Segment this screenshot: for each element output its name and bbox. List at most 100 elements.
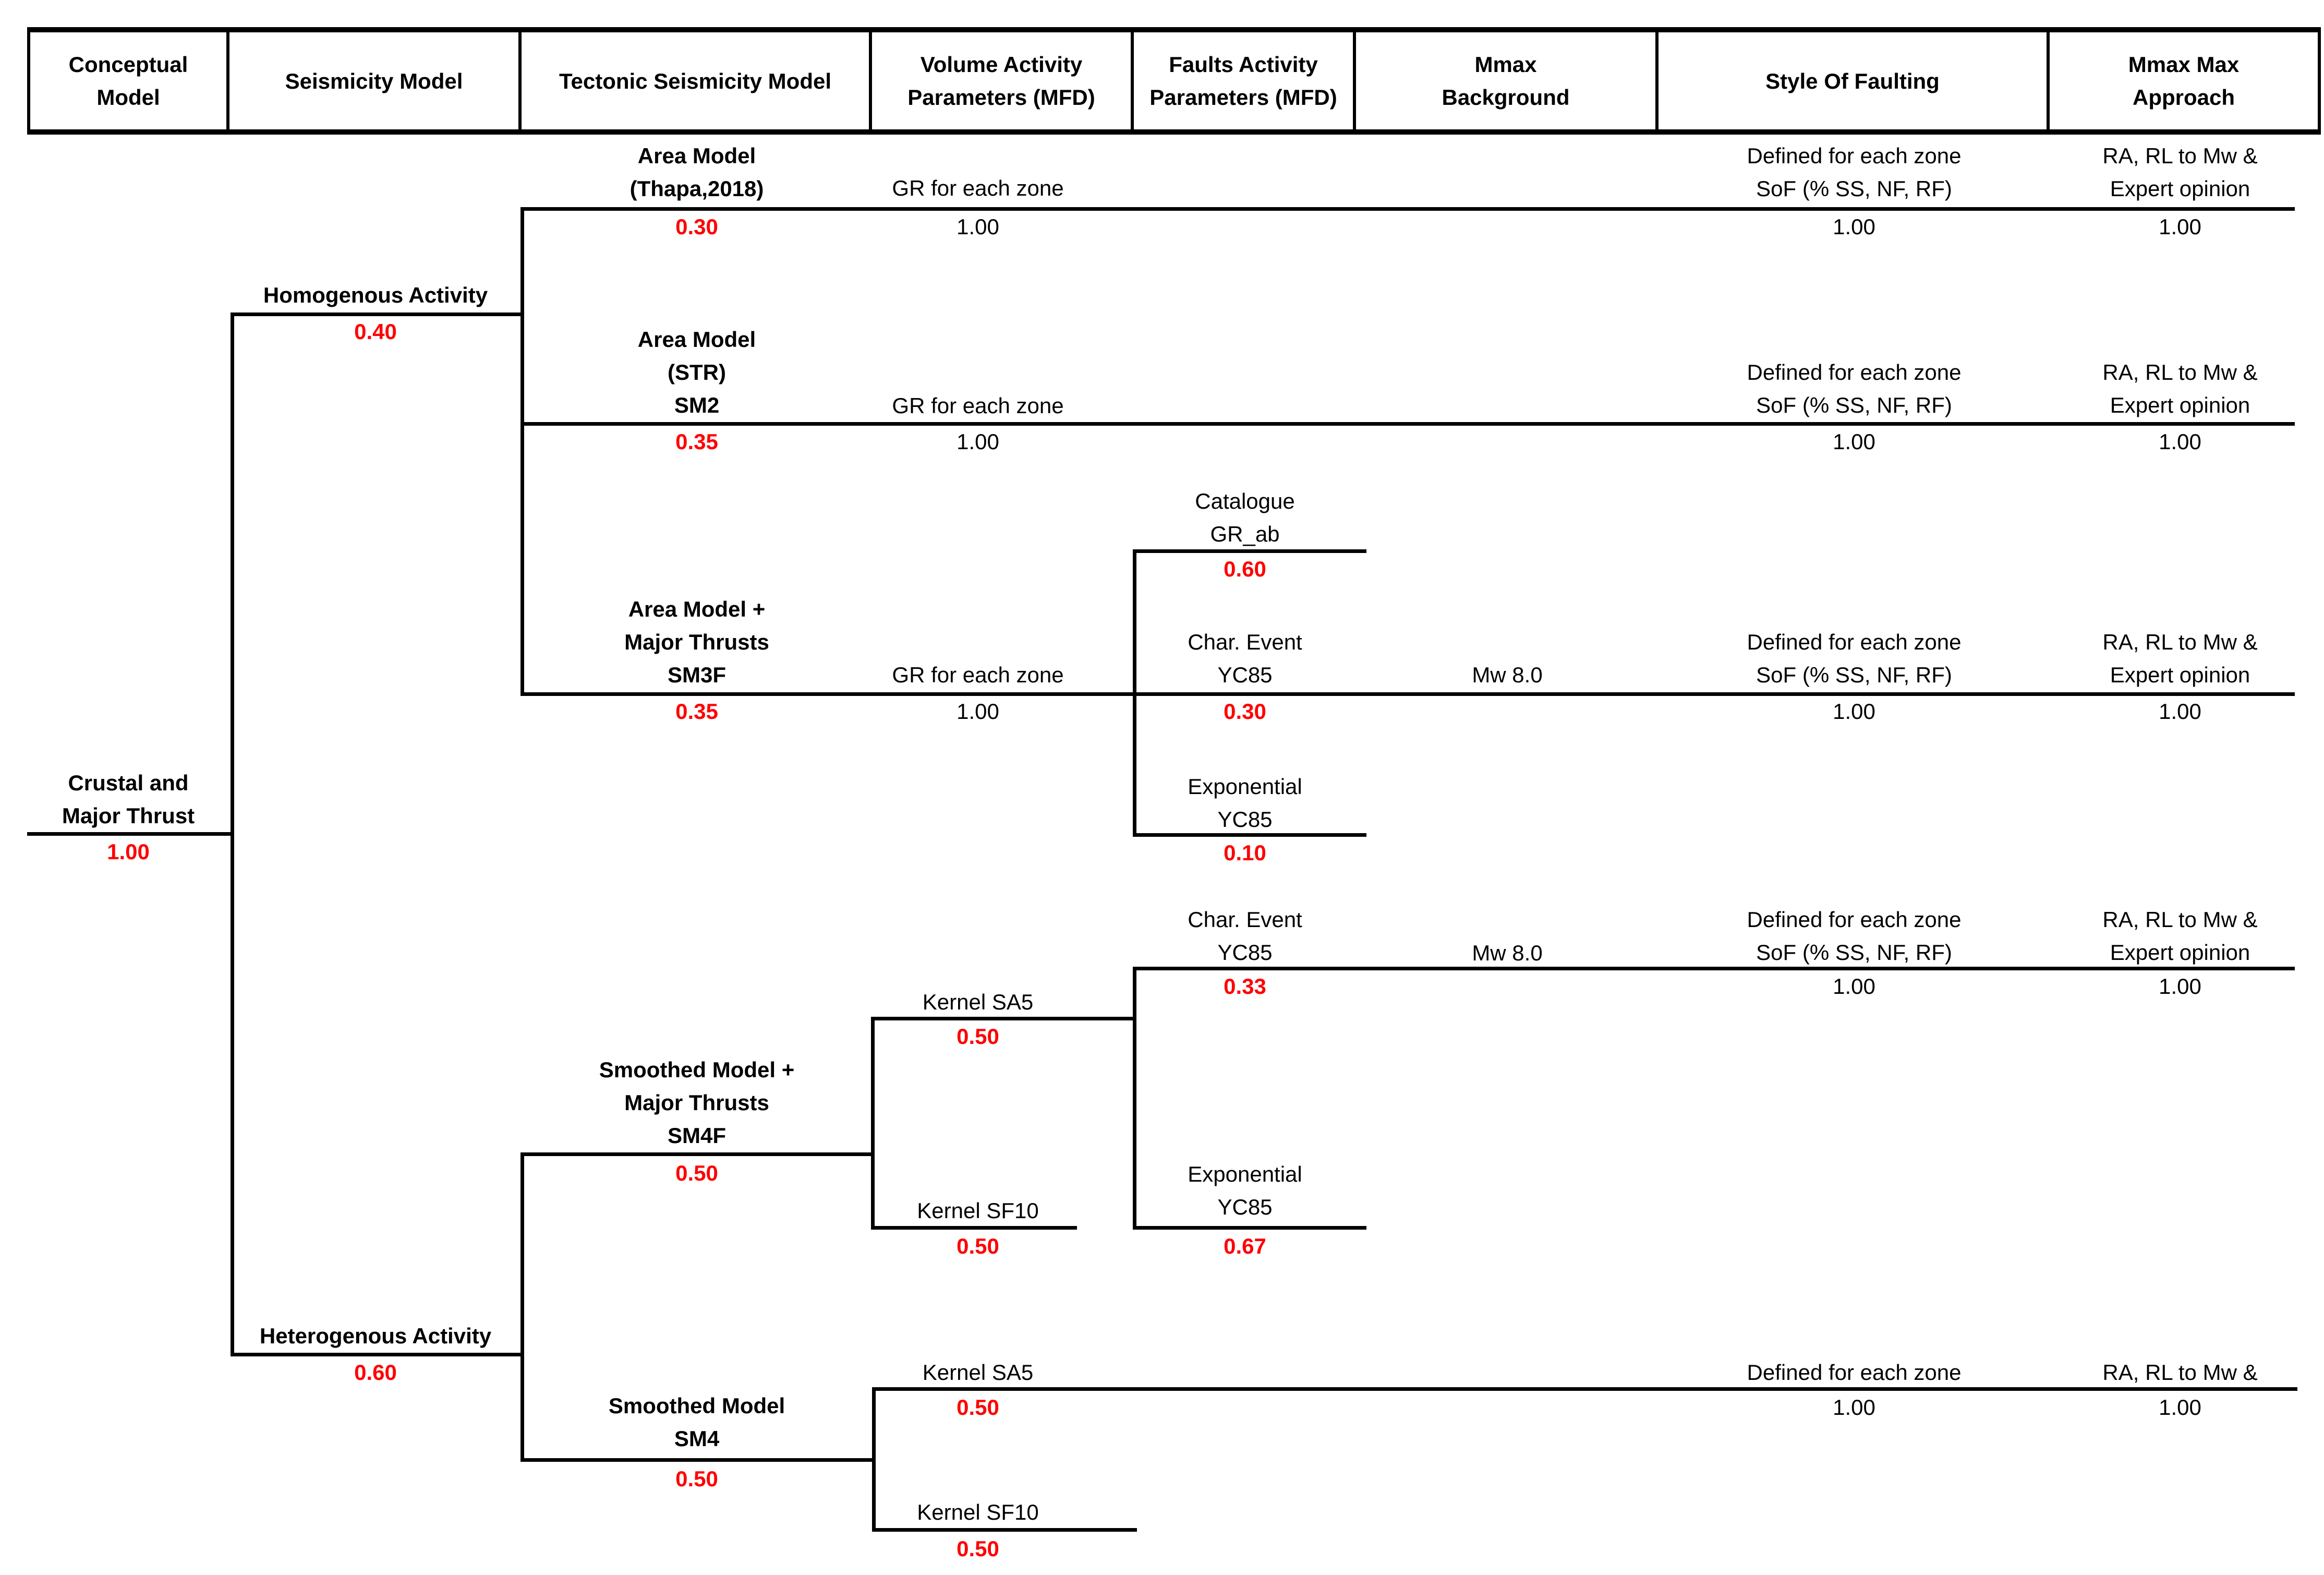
header-mmax-max-approach: Mmax Max Approach [2050,32,2318,129]
header-label-line: Parameters (MFD) [907,85,1095,110]
header-label-line: Style Of Faulting [1765,68,1940,93]
trunk-sm4 [872,1387,876,1532]
node-kernel-sa5-sm4: Kernel SA5 [922,1360,1034,1385]
value-approach-weight-sm4f: 1.00 [2159,974,2201,999]
weight-exponential-sm3f: 0.10 [1224,840,1266,865]
node-volume-gr-sm2: GR for each zone [892,393,1064,418]
node-root-crustal-major-thrust: Crustal and Major Thrust [62,766,195,832]
node-label-line: Major Thrust [62,803,195,828]
branch-line-root [27,832,234,836]
node-area-model-thapa: Area Model (Thapa,2018) [630,139,764,205]
node-label-line: SM4 [674,1426,720,1451]
node-label-line: YC85 [1217,663,1273,687]
node-label-line: Area Model [637,327,756,352]
header-label-line: Tectonic Seismicity Model [559,68,832,93]
node-label-line: YC85 [1217,807,1273,832]
weight-area-model-sm3f: 0.35 [675,699,718,724]
header-label-line: Mmax Max [2128,52,2240,77]
node-label-line: SoF (% SS, NF, RF) [1756,663,1952,687]
node-sof-thapa: Defined for each zone SoF (% SS, NF, RF) [1747,139,1962,205]
weight-smoothed-model-sm4: 0.50 [675,1466,718,1491]
value-volume-weight-thapa: 1.00 [957,214,999,239]
branch-line-thapa-row [522,207,2295,211]
weight-homogenous: 0.40 [354,319,397,344]
node-label-line: Crustal and [68,771,189,795]
node-label-line: Char. Event [1188,907,1302,932]
header-label-line: Seismicity Model [285,68,463,93]
node-label-line: SoF (% SS, NF, RF) [1756,176,1952,201]
node-label-line: Expert opinion [2110,940,2250,965]
value-sof-weight-thapa: 1.00 [1833,214,1875,239]
node-label-line: Area Model + [628,597,766,621]
branch-line-catalogue [1133,549,1366,553]
header-label-line: Mmax [1474,52,1537,77]
header-label-line: Conceptual [68,52,188,77]
trunk-sa5-faults [1133,967,1136,1230]
node-label-line: Major Thrusts [624,630,769,654]
node-sof-sm4: Defined for each zone [1747,1360,1962,1385]
node-smoothed-model-sm4: Smoothed Model SM4 [609,1389,785,1455]
node-catalogue-gr-ab: Catalogue GR_ab [1195,485,1294,550]
value-approach-weight-sm4: 1.00 [2159,1395,2201,1420]
node-volume-gr-sm3f: GR for each zone [892,663,1064,687]
value-volume-weight-sm2: 1.00 [957,429,999,454]
header-label-line: Parameters (MFD) [1149,85,1337,110]
node-exponential-sm4f: Exponential YC85 [1188,1158,1302,1223]
branch-line-sm2-row [522,422,2295,426]
weight-catalogue-gr-ab: 0.60 [1224,557,1266,581]
node-exponential-sm3f: Exponential YC85 [1188,770,1302,836]
node-sof-sm3f: Defined for each zone SoF (% SS, NF, RF) [1747,626,1962,691]
weight-kernel-sa5-sm4: 0.50 [957,1395,999,1420]
node-mmax-approach-thapa: RA, RL to Mw & Expert opinion [2102,139,2257,205]
header-style-of-faulting: Style Of Faulting [1659,32,2050,129]
node-smoothed-model-sm4f: Smoothed Model + Major Thrusts SM4F [599,1053,795,1152]
header-label-line: Model [96,85,160,110]
branch-line-exponential-sm4f [1133,1226,1366,1230]
branch-line-homogenous [231,312,524,316]
node-label-line: Expert opinion [2110,176,2250,201]
value-approach-weight-sm3f: 1.00 [2159,699,2201,724]
branch-line-kernel-sf10-sm4 [872,1528,1137,1532]
node-volume-gr-thapa: GR for each zone [892,176,1064,200]
node-label-line: Exponential [1188,1162,1302,1186]
node-label-line: YC85 [1217,1195,1273,1219]
node-kernel-sa5-sm4f: Kernel SA5 [922,990,1034,1014]
branch-line-exponential-sm3f [1133,833,1366,837]
node-mmax-background-sm3f: Mw 8.0 [1472,663,1543,687]
header-faults-activity-parameters: Faults Activity Parameters (MFD) [1134,32,1356,129]
node-label-line: RA, RL to Mw & [2102,630,2258,654]
value-sof-weight-sm3f: 1.00 [1833,699,1875,724]
node-kernel-sf10-sm4: Kernel SF10 [917,1500,1039,1524]
node-area-model-sm3f: Area Model + Major Thrusts SM3F [624,593,769,691]
node-label-line: RA, RL to Mw & [2102,360,2258,384]
node-kernel-sf10-sm4f: Kernel SF10 [917,1198,1039,1223]
node-label-line: SM4F [667,1123,727,1148]
value-approach-weight-sm2: 1.00 [2159,429,2201,454]
node-label-line: Smoothed Model + [599,1057,795,1082]
branch-line-kernel-sf10-sm4f [871,1226,1077,1230]
value-sof-weight-sm4: 1.00 [1833,1395,1875,1420]
node-char-event-sm3f: Char. Event YC85 [1188,626,1302,691]
node-sof-sm2: Defined for each zone SoF (% SS, NF, RF) [1747,356,1962,422]
node-area-model-sm2: Area Model (STR) SM2 [638,323,756,422]
node-label-line: Defined for each zone [1747,143,1962,168]
weight-kernel-sf10-sm4f: 0.50 [957,1234,999,1258]
branch-line-charevent-sm4f-row [1133,967,2295,970]
node-mmax-approach-sm4f: RA, RL to Mw & Expert opinion [2102,903,2257,969]
header-conceptual-model: Conceptual Model [30,32,229,129]
value-volume-weight-sm3f: 1.00 [957,699,999,724]
weight-heterogenous: 0.60 [354,1360,397,1385]
branch-line-kernel-sa5-sm4-row [872,1387,2297,1391]
node-label-line: RA, RL to Mw & [2102,907,2258,932]
node-char-event-sm4f: Char. Event YC85 [1188,903,1302,969]
trunk-heterogenous [521,1152,524,1462]
node-mmax-approach-sm3f: RA, RL to Mw & Expert opinion [2102,626,2257,691]
branch-line-sm3f-row [522,692,2295,696]
header-mmax-background: Mmax Background [1356,32,1659,129]
branch-line-kernel-sa5-sm4f [871,1017,1136,1020]
node-label-line: Smoothed Model [608,1393,785,1418]
header-row: Conceptual Model Seismicity Model Tecton… [27,27,2321,135]
node-label-line: (STR) [668,360,726,384]
branch-line-heterogenous [231,1353,524,1356]
node-label-line: RA, RL to Mw & [2102,143,2258,168]
